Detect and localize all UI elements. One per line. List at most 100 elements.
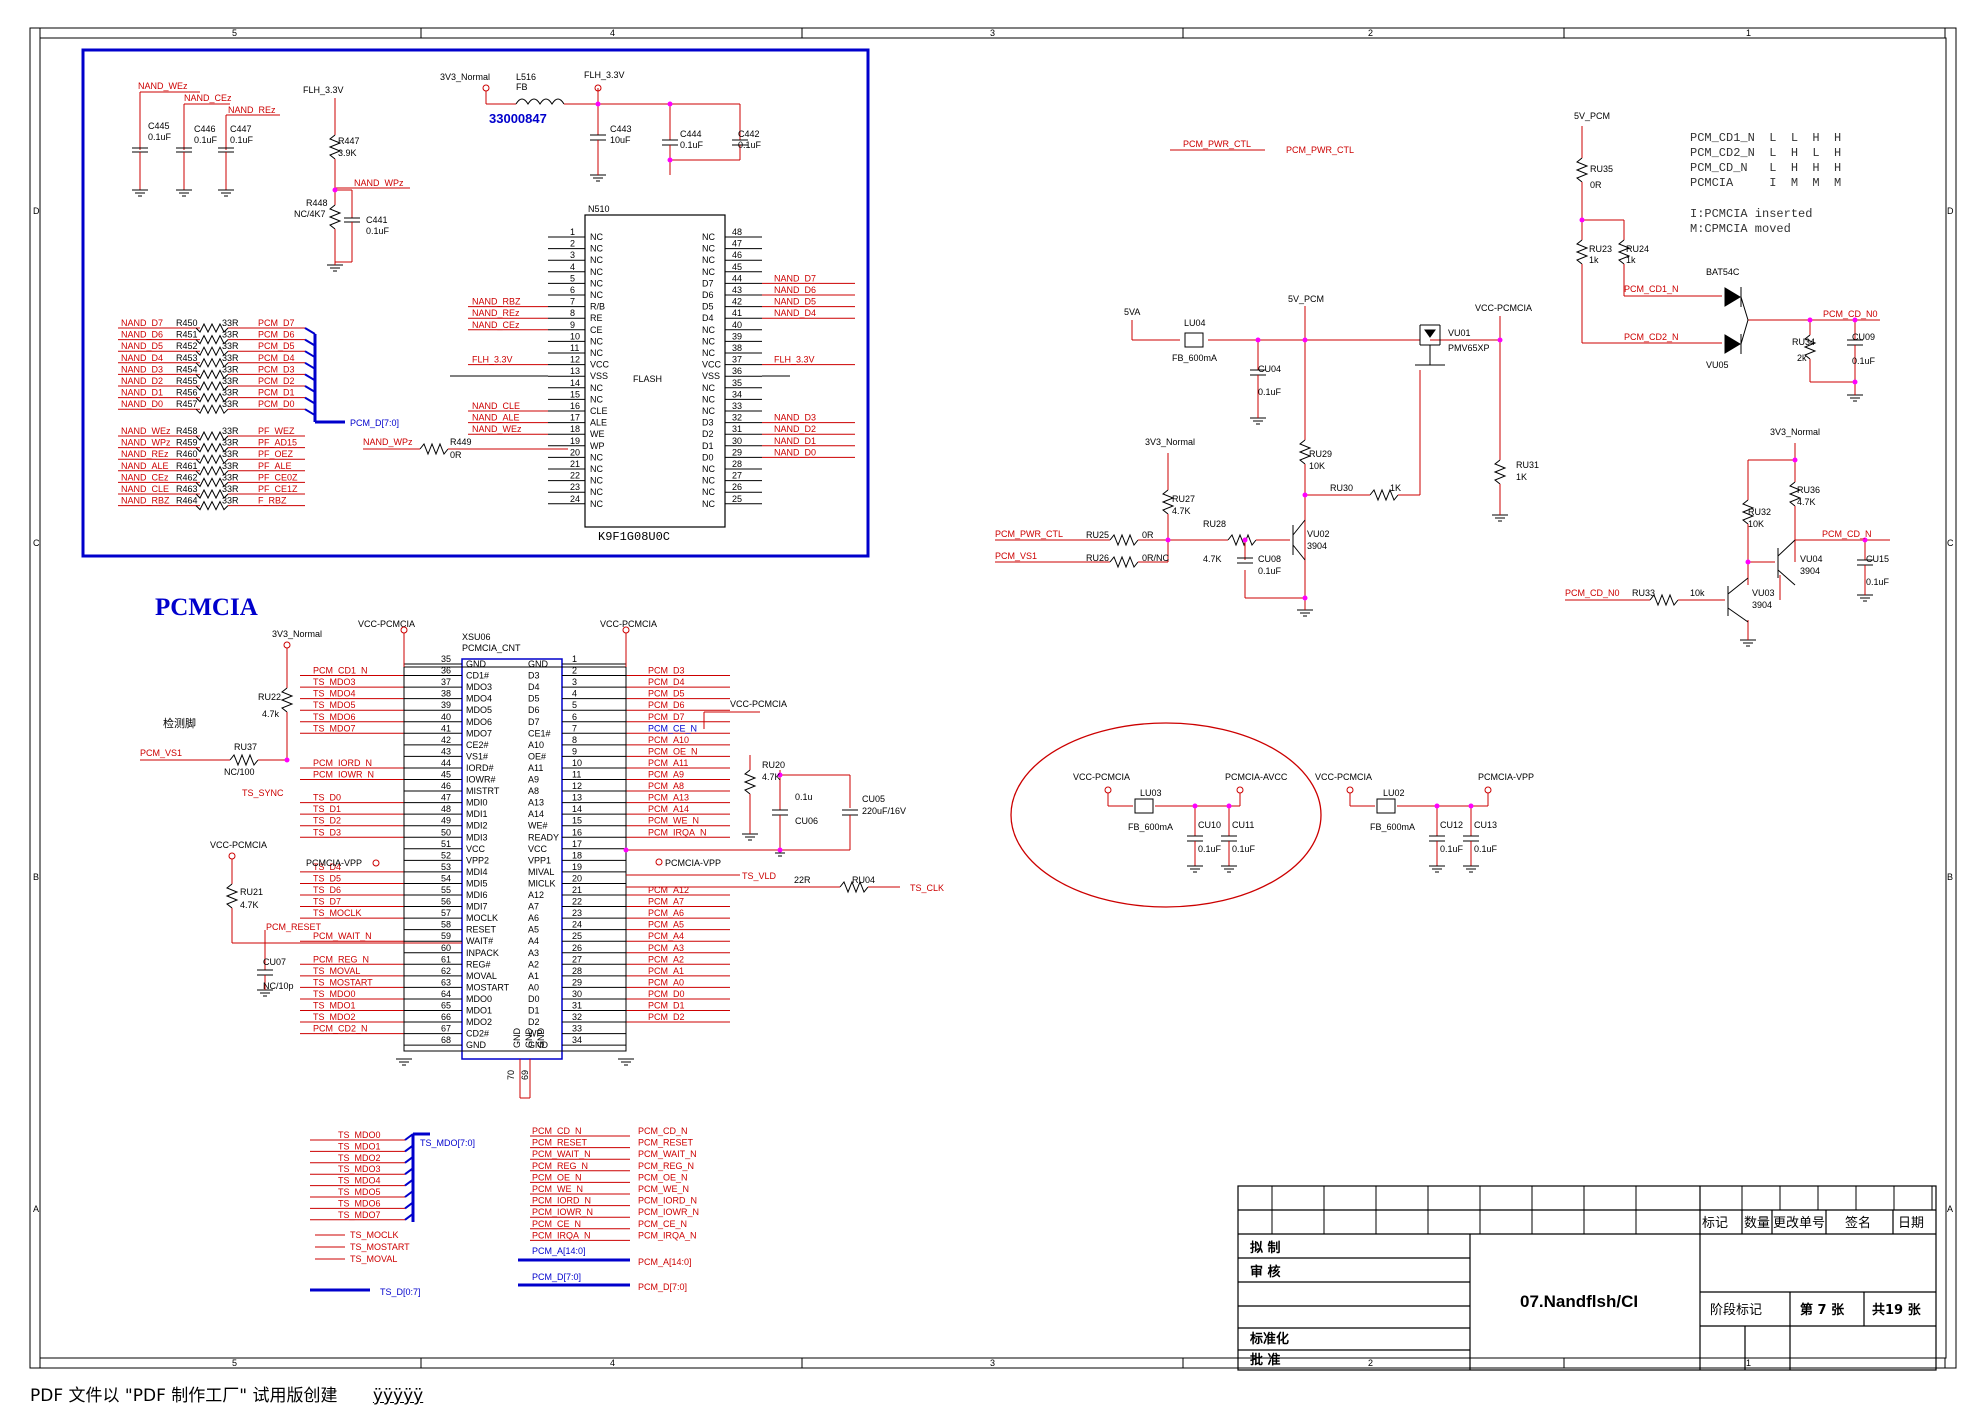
- conn-pin-number: 57: [441, 908, 451, 918]
- pcm-a-bus-left: PCM_A[14:0]: [532, 1246, 586, 1256]
- nand-pin-number: 31: [732, 424, 742, 434]
- nand-pin-number: 4: [570, 262, 575, 272]
- conn-pin-name: D6: [528, 705, 540, 715]
- pcm-d-bus-left: PCM_D[7:0]: [532, 1272, 581, 1282]
- conn-pin-number: 59: [441, 931, 451, 941]
- series-res-ref: R462: [176, 472, 198, 482]
- conn-pin-number: 2: [572, 666, 577, 676]
- tb-drawing-title: 07.Nandflsh/CI: [1520, 1292, 1638, 1311]
- series-res-in-net: NAND_D7: [121, 318, 163, 328]
- conn-bottom-gnd: [519, 1059, 531, 1099]
- conn-pin-name: A11: [528, 763, 543, 773]
- conn-pin-name: MDO6: [466, 717, 492, 727]
- nand-pin-name: NC: [590, 278, 603, 288]
- conn-pin-name: MDI4: [466, 867, 488, 877]
- series-res-in-net: NAND_D0: [121, 399, 163, 409]
- ts-clk-net: TS_CLK: [910, 883, 944, 893]
- ru23-ref: RU23: [1589, 244, 1612, 254]
- series-resistor: [195, 357, 229, 368]
- conn-pin-number: 51: [441, 839, 451, 849]
- bus-member-net: TS_MDO2: [338, 1153, 381, 1163]
- frame-col-top: 4: [610, 28, 615, 38]
- nand-pin-number: 7: [570, 297, 575, 307]
- ru34-val: 2k: [1797, 353, 1807, 363]
- series-res-in-net: NAND_D5: [121, 341, 163, 351]
- series-res-in-net: NAND_REz: [121, 449, 169, 459]
- nand-pin-number: 11: [570, 343, 579, 353]
- conn-pin-name: MDO7: [466, 728, 492, 738]
- nand-pin-number: 1: [570, 227, 575, 237]
- conn-pin-number: 32: [572, 1012, 582, 1022]
- conn-pin-net: TS_D7: [313, 897, 341, 907]
- nand-pin-net: FLH_3.3V: [774, 355, 815, 365]
- nand-pin-number: 2: [570, 239, 575, 249]
- footer-link[interactable]: ÿÿÿÿÿ: [372, 1386, 424, 1406]
- conn-pin-net: TS_D1: [313, 804, 341, 814]
- ground-symbol: [1463, 865, 1479, 873]
- conn-pin-name: MDI7: [466, 902, 488, 912]
- net-pcm-vs1-left: PCM_VS1: [140, 748, 182, 758]
- series-res-val: 33R: [222, 318, 239, 328]
- cu06-val: 0.1u: [795, 792, 813, 802]
- net-5v-pcm-b: 5V_PCM: [1574, 111, 1610, 121]
- conn-pin-number: 13: [572, 793, 582, 803]
- ts-sync-net: TS_SYNC: [242, 788, 284, 798]
- conn-pin-net: PCM_WE_N: [648, 816, 699, 826]
- ru26-ref: RU26: [1086, 553, 1109, 563]
- conn-pin-name: GND: [466, 659, 487, 669]
- conn-pin-number: 62: [441, 966, 451, 976]
- nand-pin-number: 20: [570, 447, 580, 457]
- net-vcc-pcmcia-e: VCC-PCMCIA: [1475, 303, 1532, 313]
- vu02-val: 3904: [1307, 541, 1327, 551]
- series-resistor: [195, 465, 229, 476]
- conn-pin-name: A5: [528, 925, 539, 935]
- nand-pin-net: NAND_CEz: [472, 320, 520, 330]
- ts-misc-net: TS_MOSTART: [350, 1242, 410, 1252]
- nand-pin-number: 32: [732, 413, 742, 423]
- conn-pin-name: VPP2: [466, 855, 489, 865]
- conn-pin-net: PCM_A11: [648, 758, 688, 768]
- conn-pin-name: VS1#: [466, 751, 488, 761]
- cu05-ref: CU05: [862, 794, 885, 804]
- conn-pin-net: TS_MOCLK: [313, 908, 362, 918]
- pcm-net-right: PCM_WE_N: [638, 1184, 689, 1194]
- series-res-val: 33R: [222, 438, 239, 448]
- nand-pin-name: NC: [590, 499, 603, 509]
- cap-net-cez: NAND_CEz: [184, 93, 232, 103]
- pcm-net-left: PCM_REG_N: [532, 1161, 588, 1171]
- conn-pin-name: D1: [528, 1006, 540, 1016]
- r448-ref: R448: [306, 198, 328, 208]
- series-res-ref: R453: [176, 353, 198, 363]
- bus-member-net: TS_MDO3: [338, 1164, 381, 1174]
- nand-pin-name: CLE: [590, 406, 608, 416]
- conn-pin-net: PCM_A4: [648, 931, 684, 941]
- conn-pin-number: 38: [441, 689, 451, 699]
- pcm-net-right: PCM_CE_N: [638, 1219, 687, 1229]
- cu08-val: 0.1uF: [1258, 566, 1282, 576]
- nand-pin-name: NC: [702, 476, 715, 486]
- pcm-a-bus-right: PCM_A[14:0]: [638, 1257, 692, 1267]
- conn-pin-number: 11: [572, 770, 581, 780]
- series-resistor: [195, 322, 229, 334]
- conn-pin-net: PCM_CD1_N: [313, 666, 368, 676]
- ts-d-bus-label: TS_D[0:7]: [380, 1287, 421, 1297]
- series-resistor: [195, 369, 229, 380]
- series-resistor: [195, 430, 229, 442]
- conn-pin-number: 28: [572, 966, 582, 976]
- nand-pin-net: NAND_D6: [774, 285, 816, 295]
- title-block-text: 标记 数量 更改单号 签名 日期 拟 制 审 核 标准化 批 准 07.Nand…: [1249, 1215, 1924, 1368]
- pcm-net-right: PCM_IOWR_N: [638, 1207, 699, 1217]
- cu07-val: NC/10p: [263, 981, 294, 991]
- conn-pin-name: GND: [528, 1040, 549, 1050]
- series-res-val: 33R: [222, 330, 239, 340]
- conn-pin-name: CD1#: [466, 671, 489, 681]
- nand-pin-name: NC: [590, 452, 603, 462]
- nand-decoupling: [132, 91, 280, 190]
- conn-pin-number: 40: [441, 712, 451, 722]
- series-res-in-net: NAND_D4: [121, 353, 163, 363]
- ts-mdo-bus-label: TS_MDO[7:0]: [420, 1138, 475, 1148]
- series-res-out-net: PF_ALE: [258, 461, 292, 471]
- ground-symbol: [327, 264, 343, 272]
- conn-pin-name: A4: [528, 936, 539, 946]
- vu01-mosfet: [1415, 324, 1445, 366]
